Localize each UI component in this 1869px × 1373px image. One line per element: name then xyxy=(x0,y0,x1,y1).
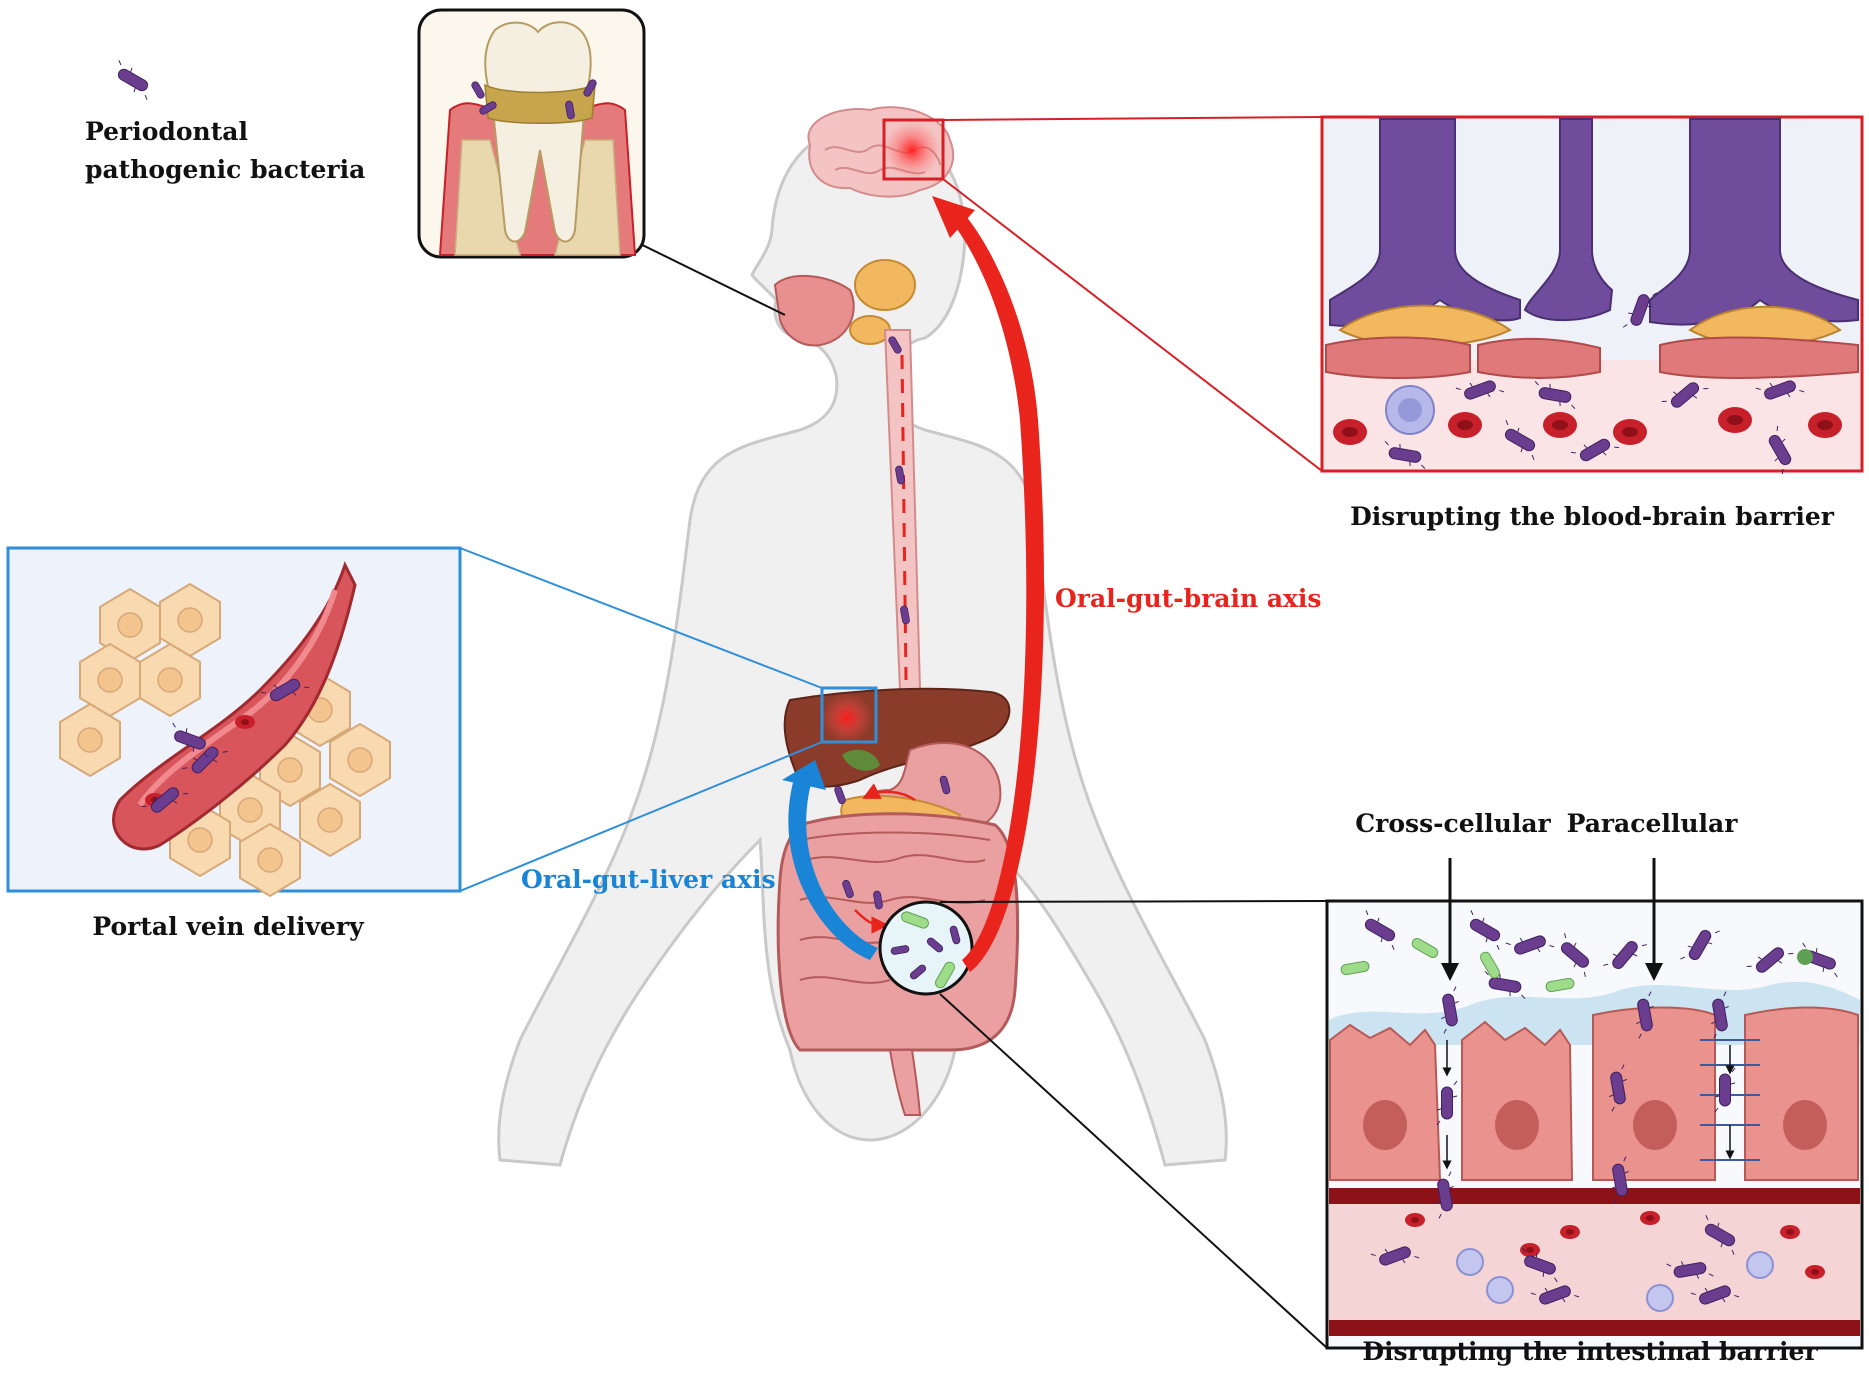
rod-bacterium-icon xyxy=(108,59,158,101)
mucus-layer xyxy=(1329,981,1860,1045)
brain-zoom-box xyxy=(882,118,945,181)
legend-label-line1: Periodontal xyxy=(85,117,248,146)
tooth-icon xyxy=(484,21,596,243)
periodontitis-tooth-panel xyxy=(417,8,646,259)
paracellular-label: Paracellular xyxy=(1567,809,1739,838)
liver-zoom-box xyxy=(820,686,878,744)
oral-gut-brain-axis-arrow xyxy=(932,196,1044,972)
portal-vein-panel: Portal vein delivery xyxy=(6,546,462,941)
enterocyte-nuclei xyxy=(1363,1100,1827,1150)
intestinal-barrier-panel: Cross-cellular Paracellular Disrupting t… xyxy=(1325,809,1864,1366)
astrocyte-endfeet xyxy=(1329,118,1859,327)
cross-cellular-label: Cross-cellular xyxy=(1355,809,1551,838)
legend-label-line2: pathogenic bacteria xyxy=(85,155,365,184)
cross-cellular-arrow xyxy=(1441,858,1459,1170)
enterocytes xyxy=(1329,1006,1859,1181)
portal-vein-vessel xyxy=(112,561,357,851)
blood-brain-barrier-panel: Disrupting the blood-brain barrier xyxy=(1320,115,1864,531)
oral-gut-brain-axis-label: Oral-gut-brain axis xyxy=(1055,584,1322,613)
oral-gut-liver-axis-label: Oral-gut-liver axis xyxy=(521,865,776,894)
portal-caption: Portal vein delivery xyxy=(92,912,365,941)
oral-cavity-icon xyxy=(773,259,916,347)
endothelial-cells xyxy=(1325,336,1859,379)
paracellular-arrow xyxy=(1645,858,1735,1160)
gut-lumen-magnifier xyxy=(878,900,974,996)
pericytes xyxy=(1338,304,1842,347)
bbb-caption: Disrupting the blood-brain barrier xyxy=(1350,502,1835,531)
oral-gut-liver-axis-arrow xyxy=(782,760,878,960)
basement-membrane xyxy=(1329,1188,1860,1204)
intestine-caption: Disrupting the intestinal barrier xyxy=(1362,1337,1818,1366)
bacteria-legend: Periodontal pathogenic bacteria xyxy=(85,59,365,184)
brain-lesion-highlight xyxy=(884,122,940,178)
liver-lesion-highlight xyxy=(821,692,873,744)
